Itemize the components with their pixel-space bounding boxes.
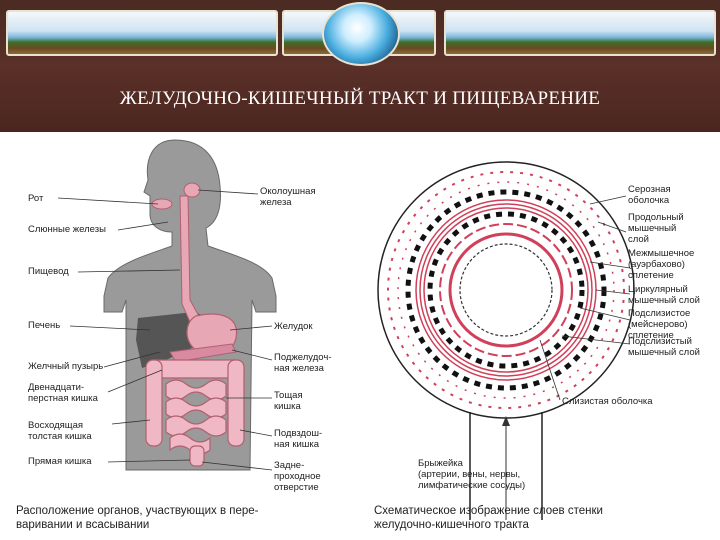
cross-section-caption: Схематическое изображение слоев стенки ж… (374, 505, 603, 531)
section-leader-lines (539, 195, 631, 401)
label-myenteric-plexus: Межмышечное (ауэрбахово) сплетение (628, 248, 695, 281)
label-pancreas: Поджелудоч- ная железа (274, 352, 332, 374)
label-gallbladder: Желчный пузырь (28, 361, 104, 372)
landscape-strip-right (444, 10, 716, 56)
salivary-gland (183, 182, 201, 198)
label-mucosa: Слизистая оболочка (562, 396, 653, 407)
label-rectum: Прямая кишка (28, 456, 92, 467)
label-ascending-colon: Восходящая толстая кишка (28, 420, 92, 442)
label-mesentery: Брыжейка (артерии, вены, нервы, лимфатич… (418, 458, 526, 491)
label-serosa: Серозная оболочка (628, 184, 671, 206)
label-esophagus: Пищевод (28, 266, 69, 277)
right-leader-lines (197, 189, 273, 471)
label-submucosal-plexus: Подслизистое (мейснерово) сплетение (628, 308, 691, 341)
label-mouth: Рот (28, 193, 44, 204)
label-jejunum: Тощая кишка (274, 390, 303, 412)
pancreas (169, 343, 237, 363)
anatomy-illustration (57, 139, 635, 520)
left-leader-lines (57, 197, 191, 463)
page-title: ЖЕЛУДОЧНО-КИШЕЧНЫЙ ТРАКТ И ПИЩЕВАРЕНИЕ (119, 88, 601, 109)
globe-icon (322, 2, 400, 66)
label-salivary-glands: Слюнные железы (28, 224, 106, 235)
label-ileum: Подвздош- ная кишка (274, 428, 323, 450)
label-stomach: Желудок (274, 321, 313, 332)
intestines (145, 359, 245, 467)
label-circular-muscle: Циркулярный мышечный слой (628, 284, 700, 306)
label-parotid-gland: Околоушная железа (260, 186, 316, 208)
label-anus: Задне- проходное отверстие (274, 460, 321, 493)
label-duodenum: Двенадцати- перстная кишка (28, 382, 98, 404)
label-liver: Печень (28, 320, 61, 331)
anatomy-caption: Расположение органов, участвующих в пере… (16, 505, 259, 531)
header-banner: ЖЕЛУДОЧНО-КИШЕЧНЫЙ ТРАКТ И ПИЩЕВАРЕНИЕ (0, 0, 720, 132)
landscape-strip-left (6, 10, 278, 56)
label-longitudinal-muscle: Продольный мышечный слой (628, 212, 684, 245)
label-muscularis-mucosae: Подслизистый мышечный слой (628, 336, 700, 358)
